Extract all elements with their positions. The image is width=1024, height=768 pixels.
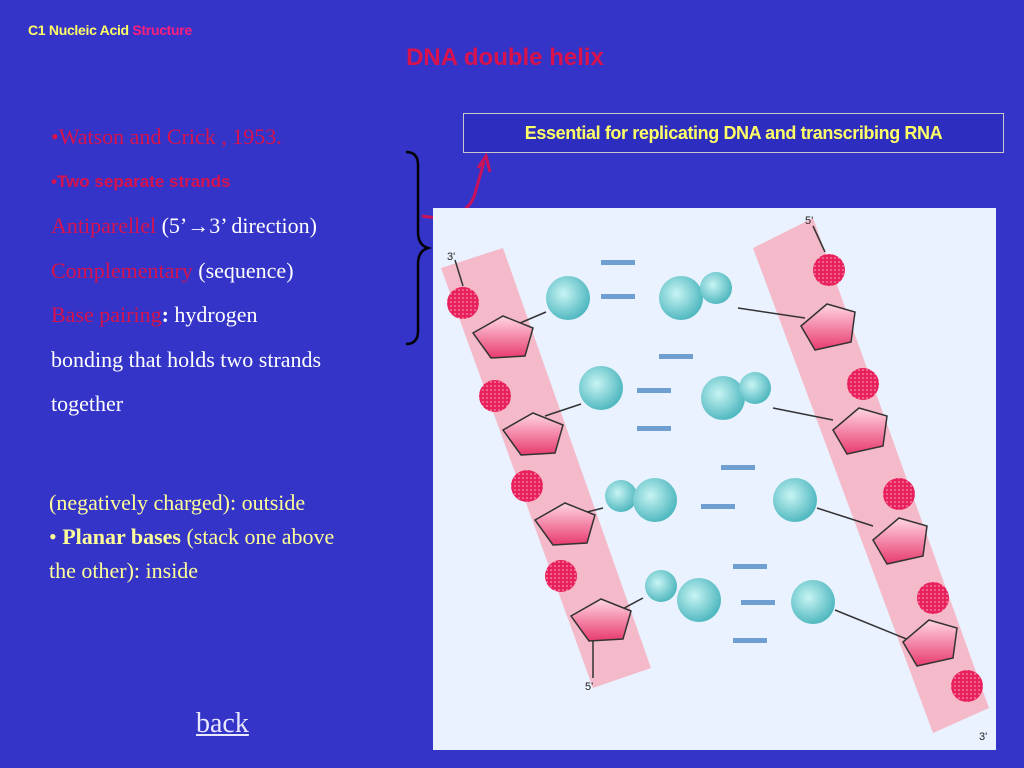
complementary-detail: (sequence) xyxy=(192,257,294,283)
base-pair-row-3 xyxy=(570,465,874,527)
bullet-antiparallel: Antiparellel (5’→3’ direction) xyxy=(51,204,421,249)
term-planar-bases: Planar bases xyxy=(62,524,181,549)
header-prefix: C1 Nucleic Acid xyxy=(28,22,129,38)
slide-header: C1 Nucleic Acid Structure xyxy=(28,22,192,38)
lower-notes: (negatively charged): outside • Planar b… xyxy=(49,486,429,588)
dna-diagram-svg: 3' 5' 5' 3' xyxy=(441,215,989,743)
right-strand-bottom-label: 3' xyxy=(979,731,987,743)
right-strand xyxy=(800,225,983,702)
base-pairing-colon: : xyxy=(161,302,169,327)
bullet-dot: • xyxy=(49,524,63,549)
term-base-pairing: Base pairing xyxy=(51,302,162,327)
dna-diagram: 3' 5' 5' 3' xyxy=(433,208,996,750)
antiparallel-detail: (5’→3’ direction) xyxy=(156,213,317,238)
curly-brace-icon xyxy=(405,150,433,346)
base-pair-row-4 xyxy=(612,564,910,643)
header-accent: Structure xyxy=(132,22,192,38)
callout-box: Essential for replicating DNA and transc… xyxy=(463,113,1004,153)
back-link[interactable]: back xyxy=(196,708,249,739)
planar-bases-detail: (stack one above xyxy=(180,524,335,549)
term-antiparallel: Antiparellel xyxy=(51,213,157,238)
bullet-together-line: together xyxy=(51,391,124,416)
inside-line: the other): inside xyxy=(49,558,199,583)
planar-bases-line: • Planar bases (stack one above xyxy=(49,520,429,554)
phosphate-outside-line: (negatively charged): outside xyxy=(49,490,306,515)
base-pairing-detail: hydrogen xyxy=(168,302,258,327)
base-pair-row-2 xyxy=(544,354,834,431)
right-strand-top-label: 5' xyxy=(805,215,813,227)
bullet-base-pairing: Base pairing: hydrogen xyxy=(51,293,421,338)
bullet-complementary: Complementary (sequence) xyxy=(51,249,421,294)
term-complementary: Complementary xyxy=(51,257,193,283)
left-strand-bottom-label: 5' xyxy=(585,681,593,693)
left-strand xyxy=(447,259,632,678)
bullet-bonding-line: bonding that holds two strands xyxy=(51,346,322,372)
left-strand-top-label: 3' xyxy=(447,251,455,263)
bullet-two-strands: •Two separate strands xyxy=(51,171,231,191)
bullet-watson-crick: •Watson and Crick , 1953. xyxy=(51,124,282,149)
slide-title: DNA double helix xyxy=(406,44,604,71)
bullet-list: •Watson and Crick , 1953. •Two separate … xyxy=(51,115,421,427)
